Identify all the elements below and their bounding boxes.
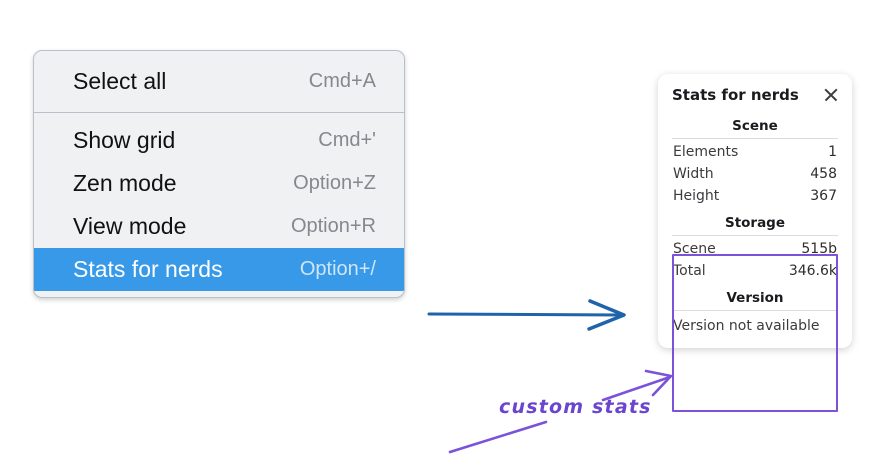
menu-item-label: Show grid — [73, 127, 176, 153]
menu-group-2: Show grid Cmd+' Zen mode Option+Z View m… — [34, 113, 404, 297]
context-menu[interactable]: Select all Cmd+A Show grid Cmd+' Zen mod… — [33, 50, 405, 298]
blue-arrow — [427, 299, 626, 331]
menu-item-label: Stats for nerds — [73, 256, 223, 282]
menu-item-shortcut: Option+R — [290, 215, 376, 237]
close-icon[interactable] — [822, 86, 840, 104]
section-title-scene: Scene — [732, 118, 778, 134]
stat-row-height: Height 367 — [670, 185, 840, 207]
section-rule — [672, 138, 838, 139]
stat-label: Total — [673, 263, 706, 279]
menu-item-shortcut: Cmd+' — [318, 129, 376, 151]
annotation-label-custom-stats: custom stats — [499, 396, 652, 418]
purple-underline-stroke — [448, 420, 548, 454]
version-value: Version not available — [673, 318, 820, 334]
section-title-storage: Storage — [724, 215, 786, 231]
stats-panel-title: Stats for nerds — [672, 86, 799, 104]
stat-row-scene-storage: Scene 515b — [670, 238, 840, 260]
stat-value: 346.6k — [788, 263, 837, 279]
menu-item-show-grid[interactable]: Show grid Cmd+' — [34, 119, 404, 162]
stat-label: Width — [673, 166, 714, 182]
stat-value: 515b — [801, 241, 837, 257]
menu-item-shortcut: Cmd+A — [308, 70, 376, 92]
stat-label: Height — [673, 188, 720, 204]
menu-item-label: View mode — [73, 213, 187, 239]
menu-item-label: Select all — [73, 68, 167, 94]
menu-item-label: Zen mode — [73, 170, 177, 196]
menu-group-1: Select all Cmd+A — [34, 51, 404, 112]
stat-label: Scene — [673, 241, 716, 257]
section-rule — [672, 310, 838, 311]
menu-item-zen-mode[interactable]: Zen mode Option+Z — [34, 162, 404, 205]
menu-item-stats-for-nerds[interactable]: Stats for nerds Option+/ — [34, 248, 404, 291]
stat-row-width: Width 458 — [670, 163, 840, 185]
menu-item-select-all[interactable]: Select all Cmd+A — [34, 60, 404, 103]
section-rule — [672, 235, 838, 236]
stat-value: 1 — [828, 144, 837, 160]
stat-value: 367 — [810, 188, 837, 204]
menu-item-shortcut: Option+Z — [293, 172, 376, 194]
stat-row-total-storage: Total 346.6k — [670, 260, 840, 282]
menu-divider — [34, 112, 404, 113]
stat-label: Elements — [673, 144, 739, 160]
stat-row-elements: Elements 1 — [670, 141, 840, 163]
stats-panel-header: Stats for nerds — [670, 84, 840, 110]
menu-item-view-mode[interactable]: View mode Option+R — [34, 205, 404, 248]
stats-for-nerds-panel: Stats for nerds Scene Elements 1 Width 4… — [658, 74, 852, 348]
stat-value: 458 — [810, 166, 837, 182]
section-title-version: Version — [726, 290, 784, 306]
menu-item-shortcut: Option+/ — [299, 258, 376, 280]
